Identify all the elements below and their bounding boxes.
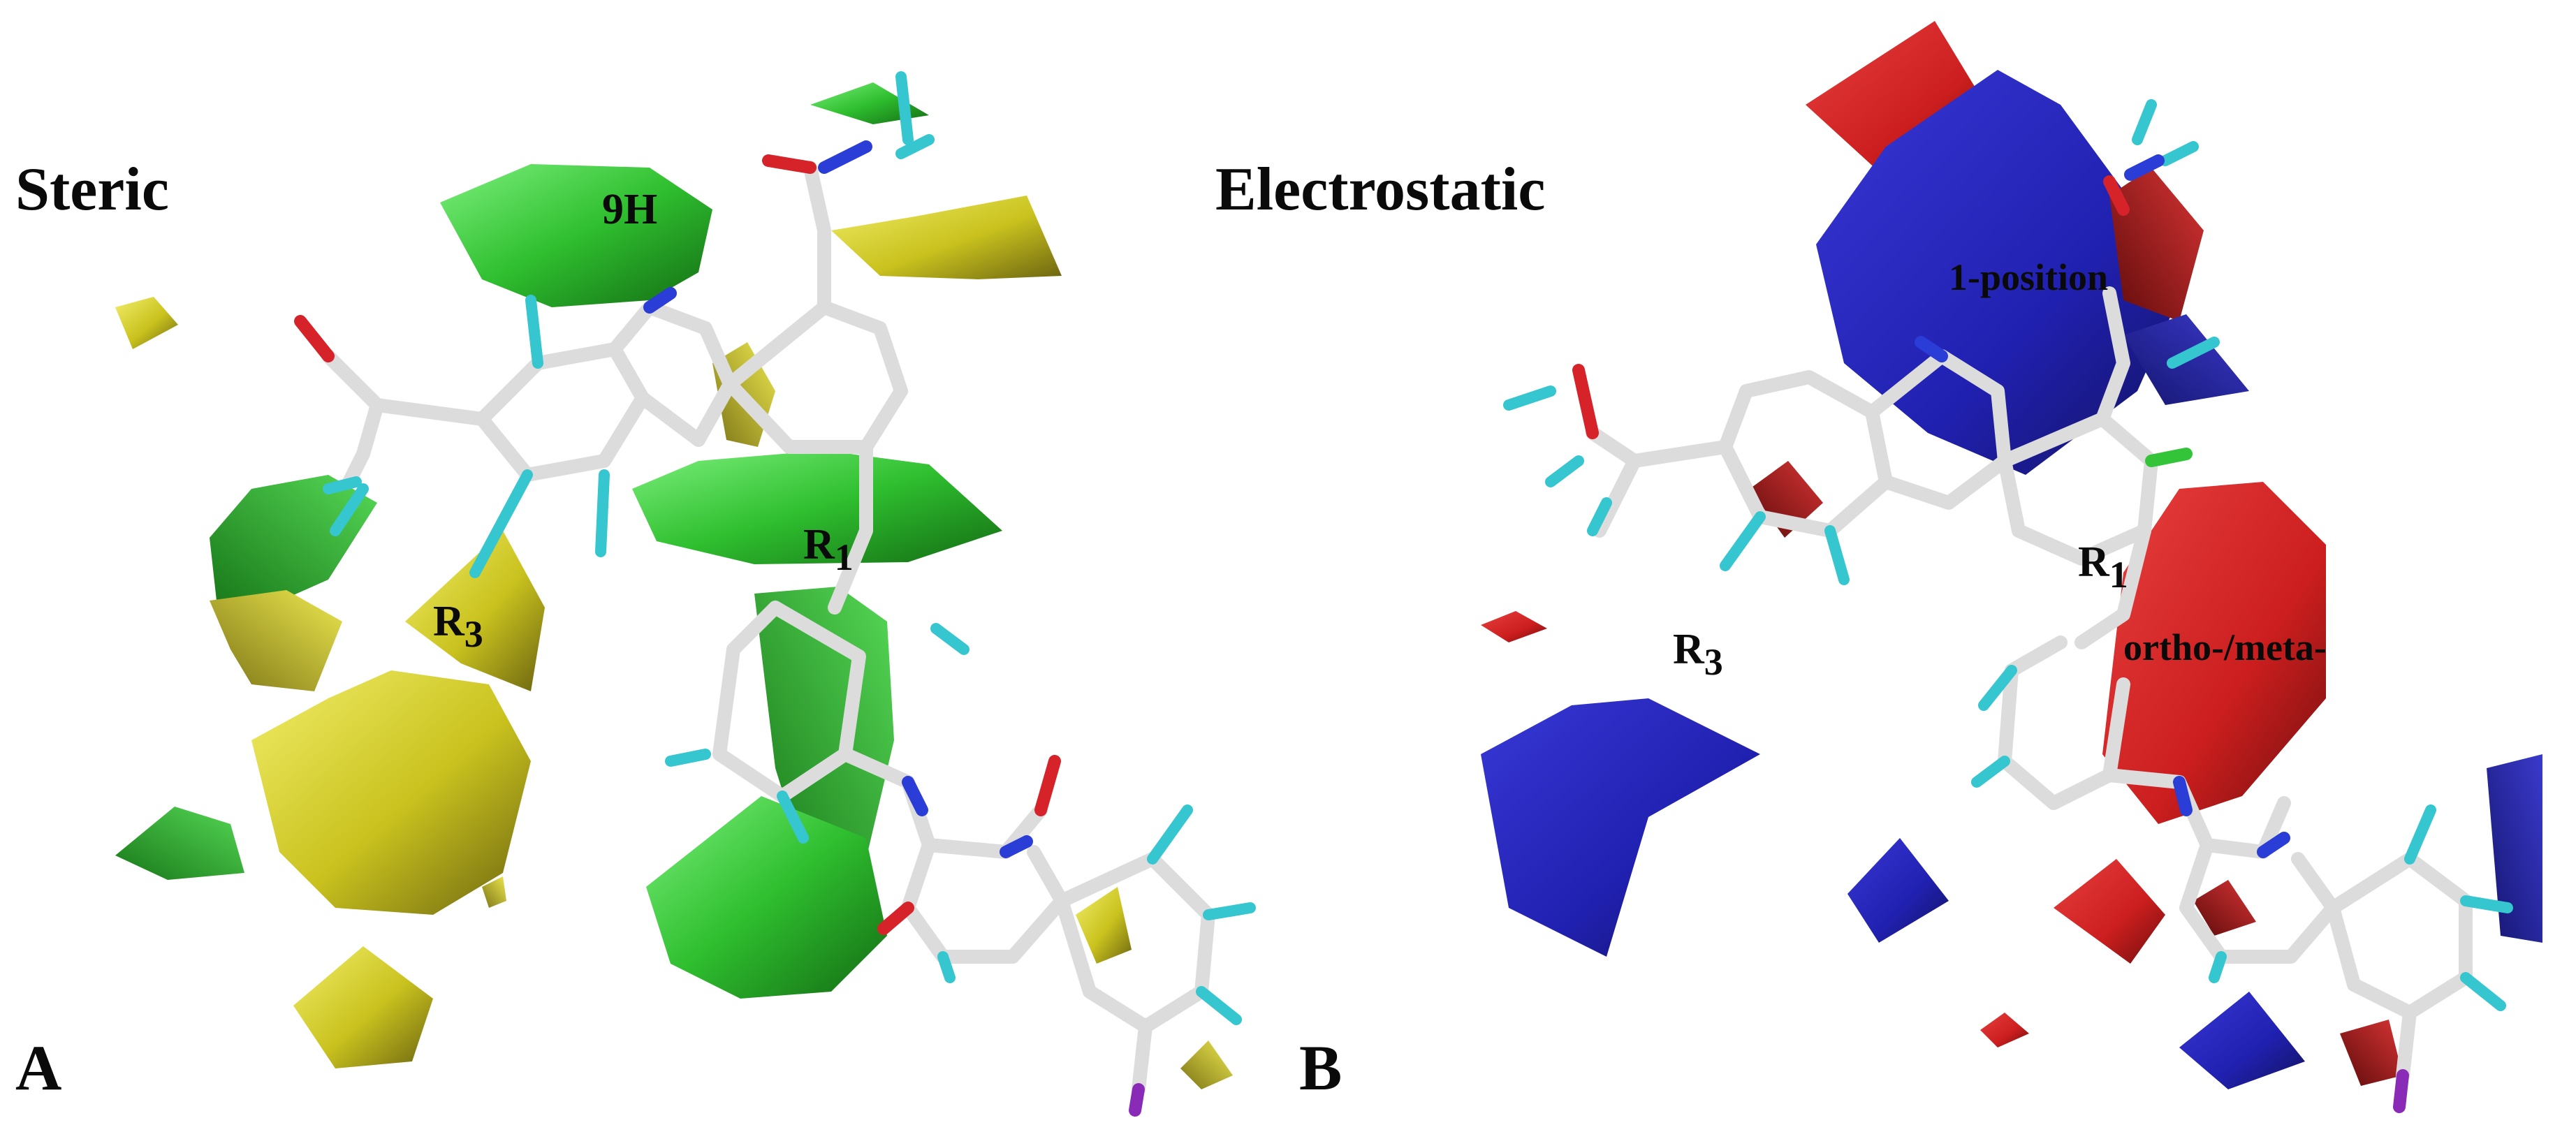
yellow-contour-r3: [405, 531, 545, 691]
yellow-contour-small-left: [115, 297, 178, 349]
label-r1-steric: R1: [803, 521, 854, 578]
steric-molecule: [294, 71, 1256, 1117]
red-contour-lower-center: [2054, 859, 2165, 964]
yellow-contour-large: [251, 670, 531, 915]
red-contour-small-diamond: [1750, 461, 1823, 538]
red-contour-bottom-tiny: [1980, 1013, 2029, 1047]
electrostatic-molecule: [1503, 99, 2513, 1113]
label-r3-steric: R3: [433, 598, 483, 655]
label-r3-main: R: [433, 598, 465, 645]
yellow-contour-bottom-right: [1180, 1041, 1233, 1089]
panel-letter-a: A: [15, 1032, 61, 1103]
label-r1-main-b: R: [2078, 538, 2110, 586]
blue-contour-right-edge: [2487, 754, 2542, 943]
yellow-contour-bottom-left: [293, 946, 433, 1068]
red-contour-ortho-meta: [2102, 482, 2326, 824]
yellow-contour-near-ring: [1076, 887, 1132, 964]
green-contour-bottom-large: [646, 796, 887, 999]
electrostatic-contours: [1481, 21, 2542, 1089]
blue-contour-small-center: [1847, 838, 1949, 943]
label-r3-subscript: 3: [464, 613, 483, 655]
yellow-contour-tiny: [482, 876, 506, 908]
yellow-contour-left-mid: [210, 590, 342, 691]
label-1-position: 1-position: [1949, 256, 2108, 298]
red-contour-bottom-right: [2340, 1020, 2403, 1086]
label-r1-subscript-b: 1: [2109, 554, 2128, 596]
green-contour-top: [810, 82, 929, 124]
panel-title-steric: Steric: [15, 156, 169, 223]
blue-contour-large-left: [1481, 698, 1760, 957]
panel-title-electrostatic: Electrostatic: [1215, 156, 1545, 223]
green-contour-left: [210, 475, 377, 608]
label-9h: 9H: [602, 186, 657, 233]
green-contour-bottom-left: [115, 807, 244, 880]
blue-contour-bottom: [2179, 992, 2305, 1089]
steric-contours: [115, 82, 1233, 1089]
label-r1-electrostatic: R1: [2078, 538, 2128, 596]
red-contour-tiny-left: [1481, 611, 1547, 642]
yellow-contour-top-right: [831, 196, 1062, 279]
label-r3-electrostatic: R3: [1673, 626, 1723, 683]
green-contour-r1: [632, 450, 1002, 564]
panel-electrostatic: Electrostatic 1-position R1 R3 ortho-/me…: [1215, 21, 2542, 1113]
label-r3-main-b: R: [1673, 626, 1705, 673]
label-ortho-meta: ortho-/meta-: [2123, 626, 2327, 668]
green-contour-9h: [440, 164, 712, 307]
label-r1-main: R: [803, 521, 835, 568]
panel-letter-b: B: [1299, 1032, 1342, 1103]
label-r3-subscript-b: 3: [1704, 641, 1723, 683]
red-contour-lower-small: [2193, 880, 2256, 936]
red-contour-upper-right: [2109, 168, 2204, 321]
panel-steric: Steric 9H R1 R3 A: [15, 71, 1256, 1117]
white-occluder: [929, 293, 1090, 328]
label-r1-subscript: 1: [835, 536, 854, 578]
